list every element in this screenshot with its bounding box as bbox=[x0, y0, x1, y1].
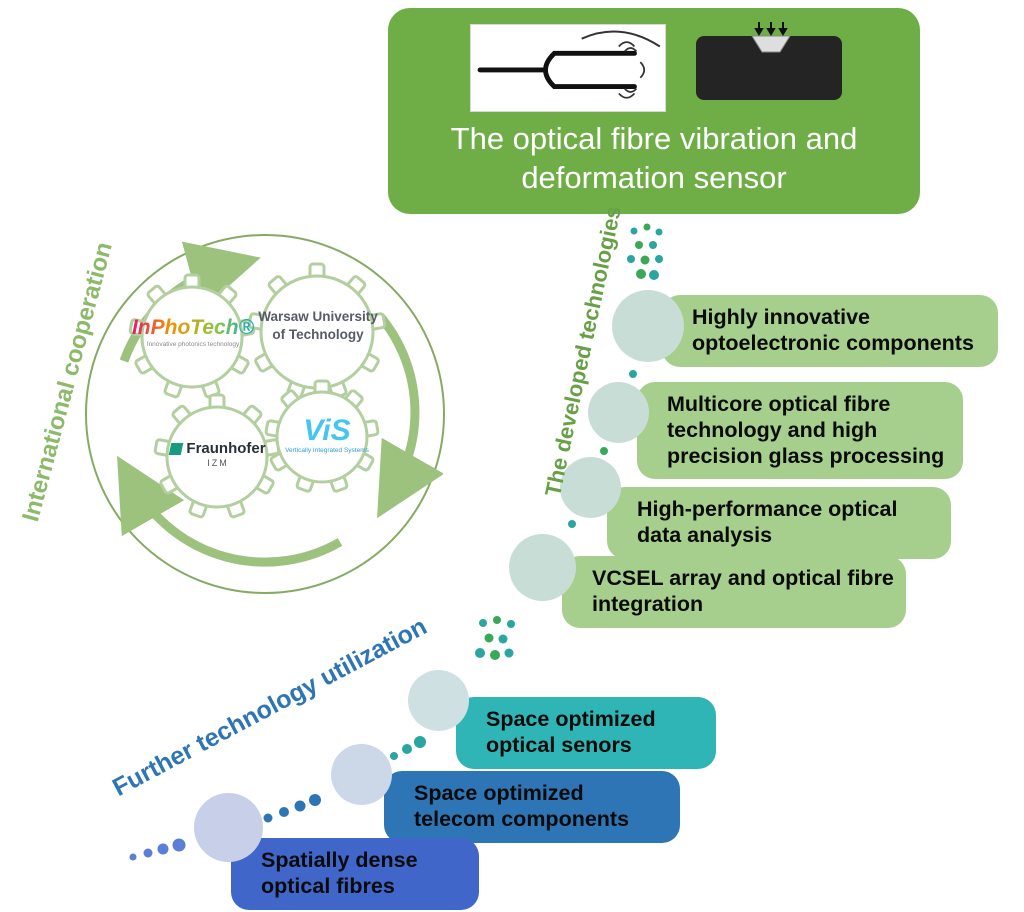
util-pill-optical-sensors: Space optimized optical senors bbox=[456, 697, 716, 769]
fraunhofer-square-icon bbox=[169, 442, 184, 455]
tech-pill-data-analysis: High-performance optical data analysis bbox=[607, 487, 951, 559]
tuning-fork-image bbox=[470, 24, 666, 112]
tech-step-circle-3 bbox=[560, 457, 621, 518]
fraunhofer-logo: Fraunhofer IZM bbox=[157, 440, 279, 468]
tuning-fork-drawing bbox=[477, 30, 661, 99]
util-step-circle-2 bbox=[331, 744, 392, 805]
banner-title: The optical fibre vibration and deformat… bbox=[450, 121, 858, 195]
vis-logo-name: ViS bbox=[303, 414, 351, 447]
util-pill-telecom-components: Space optimized telecom components bbox=[384, 771, 680, 843]
util-step-circle-1 bbox=[408, 670, 469, 731]
fraunhofer-logo-subtitle: IZM bbox=[207, 458, 229, 468]
tech-pill-highly-innovative: Highly innovative optoelectronic compone… bbox=[662, 295, 998, 367]
sensor-block-drawing bbox=[696, 22, 842, 100]
warsaw-university-logo: Warsaw University of Technology bbox=[258, 309, 378, 342]
inphotech-logo: InPhoTech® Innovative photonics technolo… bbox=[125, 316, 261, 348]
tech-pill-vcsel-array: VCSEL array and optical fibre integratio… bbox=[562, 556, 906, 628]
tech-step-circle-4 bbox=[509, 534, 576, 601]
vis-logo: ViS Vertically Integrated Systems bbox=[277, 414, 377, 455]
tech-step-circle-1 bbox=[612, 290, 684, 362]
fraunhofer-logo-name: Fraunhofer bbox=[186, 440, 266, 457]
gears-and-arrows-graphic bbox=[117, 241, 443, 567]
util-step-circle-3 bbox=[194, 793, 263, 862]
inphotech-logo-name: InPhoTech® bbox=[125, 316, 261, 340]
cooperation-circle: InPhoTech® Innovative photonics technolo… bbox=[85, 234, 445, 594]
util-pill-dense-fibres: Spatially dense optical fibres bbox=[231, 838, 479, 910]
tech-pill-multicore-fibre: Multicore optical fibre technology and h… bbox=[637, 382, 963, 480]
inphotech-logo-subtitle: Innovative photonics technology bbox=[146, 341, 240, 348]
sensor-banner: The optical fibre vibration and deformat… bbox=[388, 8, 920, 214]
vis-logo-subtitle: Vertically Integrated Systems bbox=[285, 447, 369, 454]
sensor-block-image bbox=[696, 20, 842, 104]
tech-step-circle-2 bbox=[588, 382, 649, 443]
